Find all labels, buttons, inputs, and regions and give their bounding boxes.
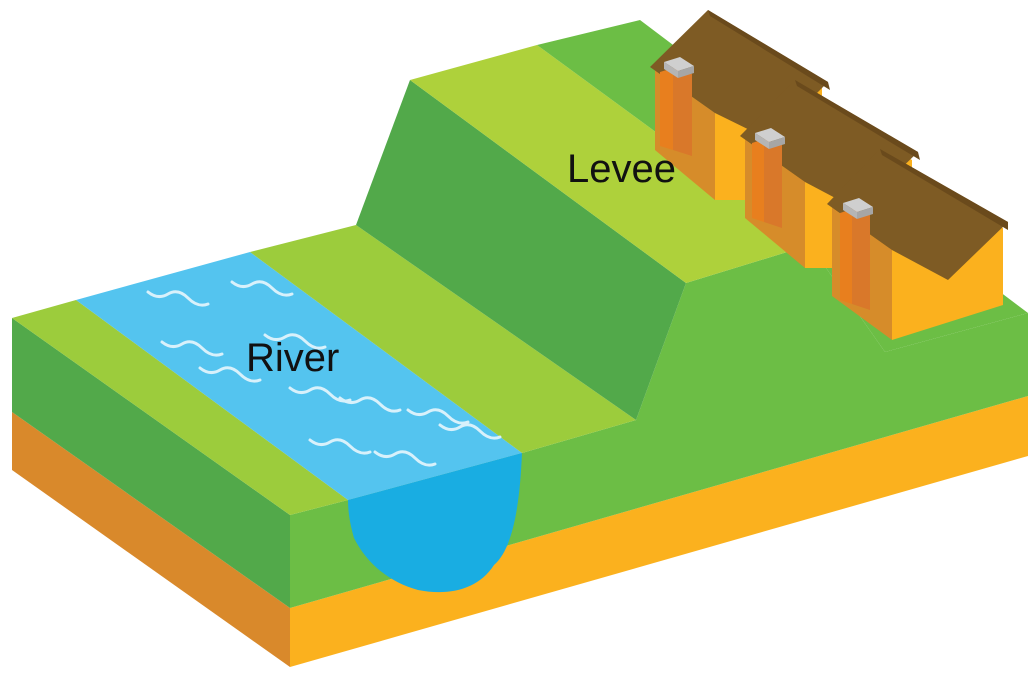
chimney-icon [660,57,694,156]
chimney-icon [752,128,785,228]
river-channel-section [348,453,522,593]
levee-label: Levee [567,147,676,191]
soil-layer [12,396,1028,667]
houses [650,10,1008,340]
levee-river-slope [356,80,686,420]
left-bank-top [12,300,348,515]
ground-left-face [12,318,290,608]
levee-crest [410,45,810,283]
water-ripples [146,280,502,467]
soil-left-face [12,412,290,667]
floodplain-top [250,225,636,453]
soil-front-face [290,396,1028,667]
river-surface [76,252,522,500]
chimney-icon [840,198,873,310]
river-label: River [246,336,340,380]
house-icon [827,149,1008,340]
